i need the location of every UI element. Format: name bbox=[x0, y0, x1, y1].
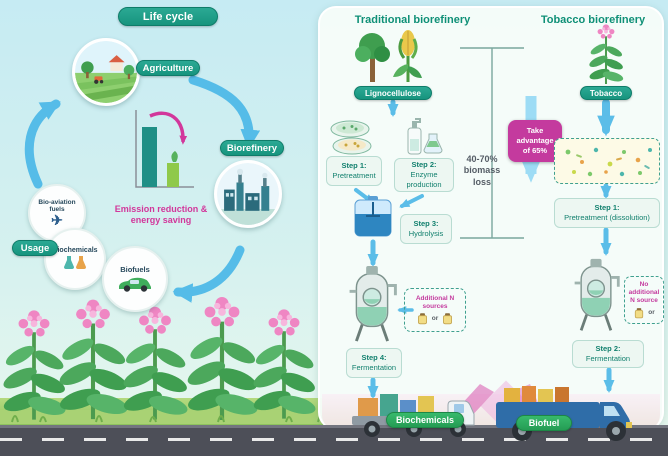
tob-step2-label: Step 2: bbox=[595, 344, 621, 354]
agriculture-label: Agriculture bbox=[136, 60, 200, 76]
life-cycle-title: Life cycle bbox=[118, 7, 218, 26]
enzyme-bottle-illustration bbox=[407, 118, 443, 155]
trad-step4-label: Step 4: bbox=[361, 353, 387, 363]
biofuel-truck-illustration bbox=[496, 386, 632, 441]
tob-step2-name: Fermentation bbox=[585, 354, 631, 363]
emission-reduction-chart bbox=[135, 110, 194, 188]
lignocellulose-label: Lignocellulose bbox=[354, 86, 432, 100]
biorefinery-label: Biorefinery bbox=[220, 140, 284, 156]
additional-n-sources-box: Additional N sources or bbox=[404, 288, 466, 332]
flask-icon bbox=[64, 256, 86, 270]
or-text: or bbox=[431, 315, 439, 323]
biofuels-label: Biofuels bbox=[120, 265, 150, 275]
biomass-loss-note: 40-70% biomass loss bbox=[463, 154, 501, 187]
trad-step2-name: Enzyme production bbox=[406, 170, 442, 189]
tobacco-plant-illustration bbox=[586, 20, 626, 84]
trad-step4-box: Step 4: Fermentation bbox=[346, 348, 402, 378]
tob-step1-box: Step 1: Pretreatment (dissolution) bbox=[554, 198, 660, 228]
tobacco-plants-illustration bbox=[0, 270, 330, 424]
biofuels-node: Biofuels bbox=[102, 246, 168, 312]
lignocellulose-illustration bbox=[355, 30, 422, 82]
trad-step3-box: Step 3: Hydrolysis bbox=[400, 214, 452, 244]
benefit-caption: Emission reduction & energy saving bbox=[114, 204, 208, 226]
additional-n-sources-label: Additional N sources bbox=[415, 294, 455, 310]
biochemicals-output-label: Biochemicals bbox=[386, 412, 464, 428]
traditional-biorefinery-title: Traditional biorefinery bbox=[354, 14, 471, 26]
tob-fermenter-illustration bbox=[570, 256, 622, 336]
trad-step4-name: Fermentation bbox=[351, 363, 397, 372]
trad-step1-label: Step 1: bbox=[341, 161, 367, 171]
hydrolysis-tank-illustration bbox=[354, 196, 392, 237]
trad-step2-box: Step 2: Enzyme production bbox=[394, 158, 454, 192]
trad-step3-name: Hydrolysis bbox=[408, 229, 444, 238]
petri-dish-illustration bbox=[330, 120, 372, 155]
agriculture-illustration bbox=[72, 38, 140, 106]
tobacco-label: Tobacco bbox=[580, 86, 632, 100]
n-source-jar-icon bbox=[441, 312, 454, 325]
trad-step3-label: Step 3: bbox=[413, 219, 439, 229]
trad-fermenter-illustration bbox=[344, 266, 400, 344]
n-source-jar-icon bbox=[416, 312, 429, 325]
trad-step2-label: Step 2: bbox=[411, 160, 437, 170]
airplane-icon: ✈ bbox=[51, 212, 63, 229]
trad-step1-box: Step 1: Pretreatment bbox=[326, 156, 382, 186]
biorefinery-comparison-panel: Traditional biorefinery Tobacco biorefin… bbox=[318, 6, 664, 430]
bio-aviation-fuels-label: Bio-aviation fuels bbox=[38, 198, 76, 213]
usage-label: Usage bbox=[12, 240, 58, 256]
car-icon bbox=[119, 277, 151, 292]
dissolved-tobacco-box bbox=[554, 138, 660, 184]
biochemicals-truck-illustration bbox=[352, 394, 475, 437]
no-additional-n-label: No additional N source bbox=[628, 281, 660, 304]
biofuel-output-label: Biofuel bbox=[516, 415, 572, 431]
or-text: or bbox=[648, 309, 655, 317]
tobacco-biorefinery-title: Tobacco biorefinery bbox=[540, 14, 646, 26]
n-source-jar-icon bbox=[633, 307, 645, 319]
no-additional-n-box: No additional N source or bbox=[624, 276, 664, 324]
tob-step2-box: Step 2: Fermentation bbox=[572, 340, 644, 368]
biochemicals-node: Biochemicals bbox=[44, 228, 106, 290]
dissolved-particles-icon bbox=[565, 147, 652, 177]
life-cycle-arrows bbox=[24, 75, 261, 303]
biochemicals-usage-label: Biochemicals bbox=[52, 246, 98, 254]
trad-step1-name: Pretreatment bbox=[332, 171, 376, 180]
biorefinery-illustration bbox=[214, 160, 282, 228]
tob-step1-name: Pretreatment (dissolution) bbox=[564, 213, 650, 222]
tob-step1-label: Step 1: bbox=[594, 203, 620, 213]
